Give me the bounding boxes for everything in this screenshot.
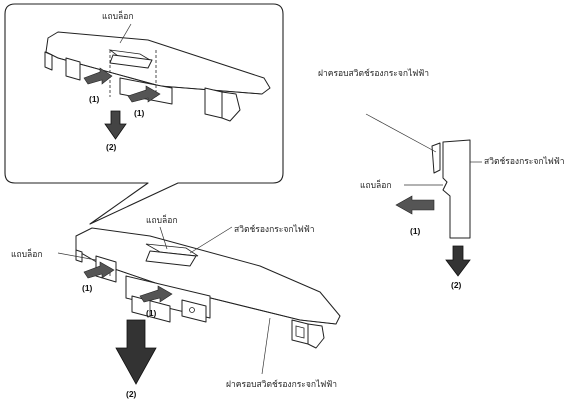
detail-step1-left: (1) bbox=[89, 94, 100, 104]
main-switch-label: สวิตช์รองกระจกไฟฟ้า bbox=[234, 224, 315, 235]
main-tab-lock-top-label: แถบล็อก bbox=[146, 214, 177, 226]
main-step1-right: (1) bbox=[146, 308, 157, 318]
section-switch-label: สวิตช์รองกระจกไฟฟ้า bbox=[484, 156, 565, 167]
main-step1-left: (1) bbox=[82, 283, 93, 293]
section-step2: (2) bbox=[451, 280, 462, 290]
detail-tab-lock-label: แถบล็อก bbox=[102, 10, 133, 22]
cross-section: ฝาครอบสวิตช์รองกระจกไฟฟ้า สวิตช์รองกระจก… bbox=[318, 68, 565, 290]
main-assembly: แถบล็อก แถบล็อก สวิตช์รองกระจกไฟฟ้า ฝาคร… bbox=[11, 214, 341, 399]
main-step2: (2) bbox=[126, 389, 137, 399]
detail-step1-right: (1) bbox=[134, 108, 145, 118]
detail-step2: (2) bbox=[106, 142, 117, 152]
detail-callout: แถบล็อก (1) (1) (2) bbox=[4, 3, 284, 225]
section-cover-label: ฝาครอบสวิตช์รองกระจกไฟฟ้า bbox=[318, 68, 429, 79]
main-cover-label: ฝาครอบสวิตช์รองกระจกไฟฟ้า bbox=[226, 379, 337, 390]
section-step1: (1) bbox=[410, 226, 421, 236]
section-tab-lock-label: แถบล็อก bbox=[360, 179, 391, 191]
main-tab-lock-left-label: แถบล็อก bbox=[11, 248, 42, 260]
